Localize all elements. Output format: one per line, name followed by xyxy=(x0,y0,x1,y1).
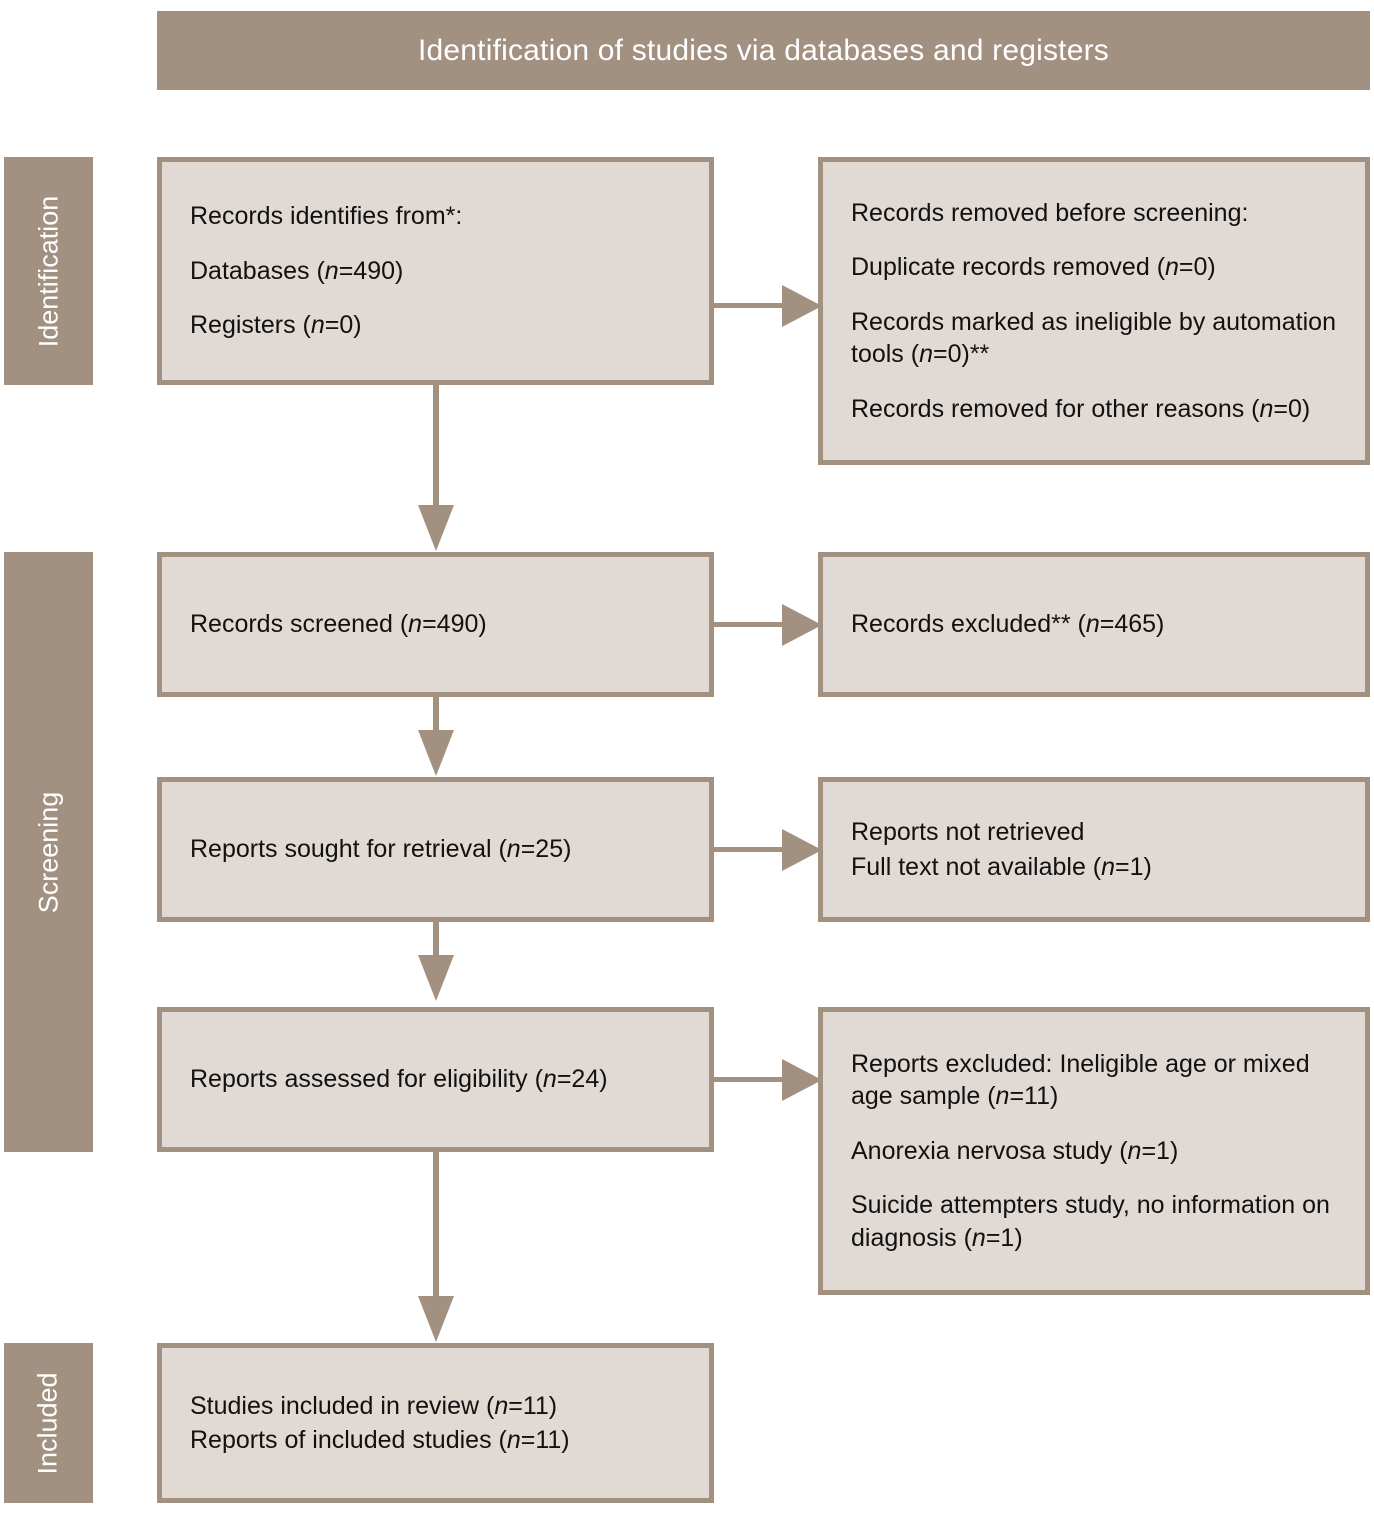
box-line: Databases (n=490) xyxy=(190,256,404,285)
stage-label-included-text: Included xyxy=(33,1371,63,1475)
arrow-right-icon xyxy=(782,1059,822,1101)
box-line: Records removed for other reasons (n=0) xyxy=(851,394,1311,423)
box-line: Studies included in review (n=11) xyxy=(190,1391,558,1420)
connector-identified-to-removed xyxy=(714,303,786,308)
n-symbol: n xyxy=(1127,1136,1142,1165)
box-line: Records marked as ineligible by automati… xyxy=(851,307,1336,369)
box-records-screened: Records screened (n=490) xyxy=(157,552,714,697)
arrow-down-icon xyxy=(418,505,454,551)
connector-assessed-to-included xyxy=(433,1152,439,1302)
box-line: Reports not retrieved xyxy=(851,818,1085,846)
arrow-right-icon xyxy=(782,829,822,871)
n-symbol: n xyxy=(506,835,521,864)
arrow-down-icon xyxy=(418,1296,454,1342)
arrow-down-icon xyxy=(418,955,454,1001)
connector-identified-to-screened xyxy=(433,385,439,507)
box-reports-sought-for-retrieval: Reports sought for retrieval (n=25) xyxy=(157,777,714,922)
n-symbol: n xyxy=(1101,852,1116,881)
stage-label-identification: Identification xyxy=(4,157,93,385)
box-line: Records identifies from*: xyxy=(190,202,463,231)
n-symbol: n xyxy=(506,1426,521,1454)
connector-sought-to-not-retrieved xyxy=(714,847,786,852)
box-records-removed-before-screening: Records removed before screening: Duplic… xyxy=(818,157,1370,465)
box-line: Records removed before screening: xyxy=(851,198,1249,227)
box-records-excluded: Records excluded** (n=465) xyxy=(818,552,1370,697)
box-line: Reports assessed for eligibility (n=24) xyxy=(190,1065,608,1094)
box-line: Records screened (n=490) xyxy=(190,610,487,639)
n-symbol: n xyxy=(324,256,339,285)
diagram-title: Identification of studies via databases … xyxy=(417,33,1109,67)
connector-screened-to-excluded xyxy=(714,622,786,627)
box-line: Records excluded** (n=465) xyxy=(851,610,1165,639)
stage-label-identification-text: Identification xyxy=(33,195,64,347)
n-symbol: n xyxy=(1259,394,1274,423)
box-line: Anorexia nervosa study (n=1) xyxy=(851,1136,1179,1165)
box-line: Reports excluded: Ineligible age or mixe… xyxy=(851,1049,1310,1111)
n-symbol: n xyxy=(1085,610,1100,639)
box-reports-assessed-for-eligibility: Reports assessed for eligibility (n=24) xyxy=(157,1007,714,1152)
diagram-header-banner: Identification of studies via databases … xyxy=(157,11,1370,90)
stage-label-screening: Screening xyxy=(4,552,93,1152)
n-symbol: n xyxy=(310,311,325,340)
n-symbol: n xyxy=(1165,253,1179,282)
n-symbol: n xyxy=(542,1065,557,1094)
arrow-down-icon xyxy=(418,730,454,776)
box-studies-included: Studies included in review (n=11) Report… xyxy=(157,1343,714,1503)
box-line: Registers (n=0) xyxy=(190,311,362,340)
box-line: Duplicate records removed (n=0) xyxy=(851,253,1216,282)
box-line: Reports sought for retrieval (n=25) xyxy=(190,835,572,864)
box-reports-not-retrieved: Reports not retrieved Full text not avai… xyxy=(818,777,1370,922)
stage-label-screening-text: Screening xyxy=(33,791,63,913)
box-line: Suicide attempters study, no information… xyxy=(851,1191,1330,1252)
arrow-right-icon xyxy=(782,285,822,327)
connector-screened-to-sought xyxy=(433,697,439,732)
box-line: Full text not available (n=1) xyxy=(851,852,1152,881)
box-records-identified: Records identifies from*: Databases (n=4… xyxy=(157,157,714,385)
connector-sought-to-assessed xyxy=(433,922,439,957)
n-symbol: n xyxy=(971,1223,986,1252)
n-symbol: n xyxy=(995,1082,1010,1111)
arrow-right-icon xyxy=(782,604,822,646)
box-line: Reports of included studies (n=11) xyxy=(190,1426,570,1454)
box-reports-excluded-with-reasons: Reports excluded: Ineligible age or mixe… xyxy=(818,1007,1370,1295)
n-symbol: n xyxy=(494,1391,509,1420)
n-symbol: n xyxy=(919,340,933,369)
connector-assessed-to-reports-excluded xyxy=(714,1077,786,1082)
n-symbol: n xyxy=(408,610,423,639)
stage-label-included: Included xyxy=(4,1343,93,1503)
